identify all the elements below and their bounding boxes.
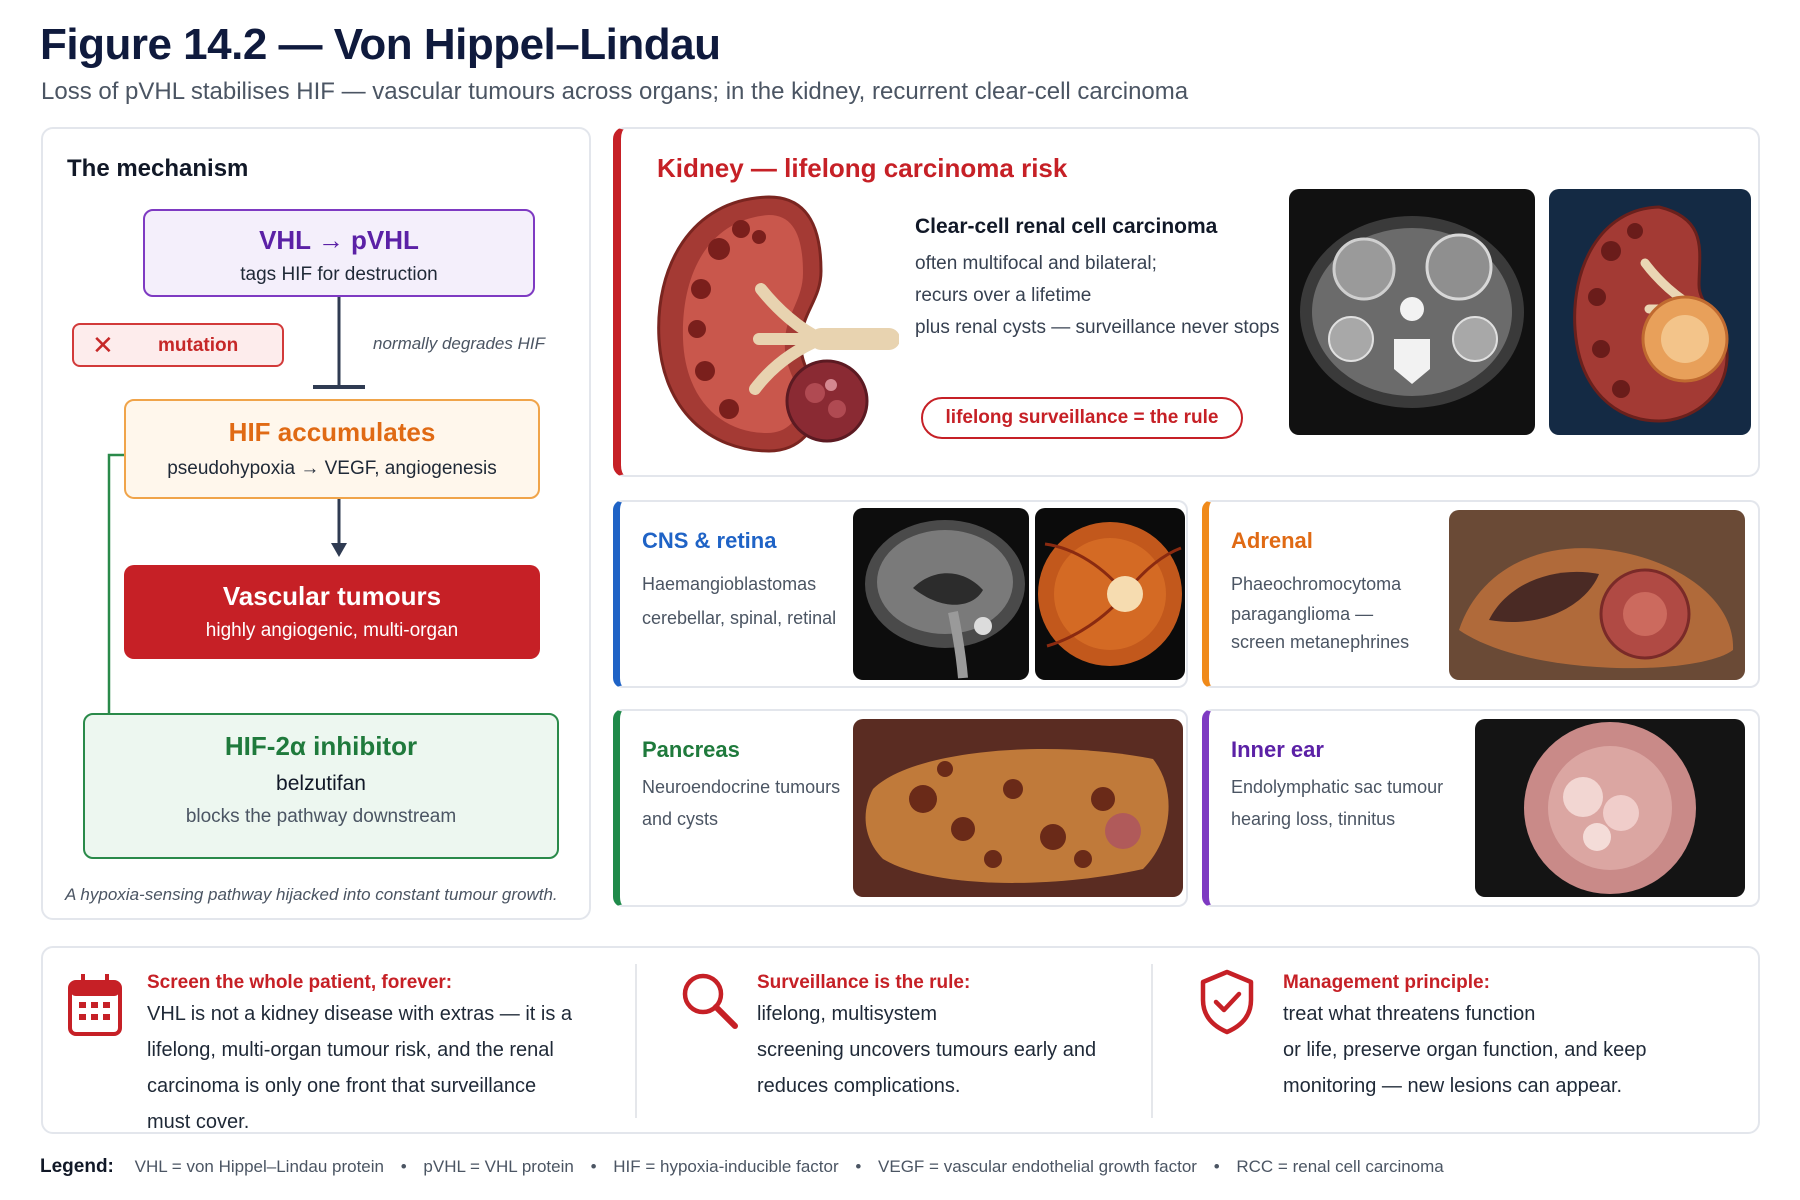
management-line-1: treat what threatens function (1283, 1003, 1536, 1025)
brain-mri-image (853, 508, 1029, 680)
legend-separator: • (590, 1157, 597, 1176)
kidney-panel: Kidney — lifelong carcinoma risk Clear-c… (613, 127, 1760, 477)
screen-line-2: lifelong, multi-organ tumour risk, and t… (147, 1039, 554, 1061)
normal-degradation-note: normally degrades HIF (373, 334, 545, 353)
kidney-subheading: Clear-cell renal cell carcinoma (915, 215, 1218, 238)
pancreas-title: Pancreas (642, 737, 740, 762)
ct-scan-image (1289, 189, 1535, 435)
column-divider (635, 964, 637, 1118)
pancreas-line-1: Neuroendocrine tumours (642, 777, 841, 797)
figure-subtitle: Loss of pVHL stabilises HIF — vascular t… (41, 78, 1189, 105)
legend-item: pVHL = VHL protein (423, 1157, 574, 1176)
kidney-line-1: often multifocal and bilateral; (915, 253, 1157, 274)
pancreas-line-2: and cysts (642, 809, 719, 829)
figure-title: Figure 14.2 — Von Hippel–Lindau (40, 20, 721, 69)
surveillance-column: Surveillance is the rule: lifelong, mult… (757, 962, 1177, 1102)
inhibitor-drug: belzutifan (276, 772, 366, 795)
adrenal-specimen-image (1449, 510, 1745, 680)
vhl-subtitle: tags HIF for destruction (240, 264, 438, 285)
tumour-mass (1105, 813, 1141, 849)
hif-subtitle: pseudohypoxia → VEGF, angiogenesis (167, 458, 497, 479)
legend: Legend: VHL = von Hippel–Lindau protein … (40, 1156, 1444, 1178)
mutation-label: mutation (158, 335, 239, 356)
endoscopy-image (1475, 719, 1745, 897)
surveillance-line-1: lifelong, multisystem (757, 1003, 938, 1025)
adrenal-title: Adrenal (1231, 528, 1313, 553)
shield-check-icon (1200, 969, 1254, 1035)
hif-box: HIF accumulates pseudohypoxia → VEGF, an… (124, 399, 540, 499)
ear-title: Inner ear (1231, 737, 1324, 762)
mechanism-footer: A hypoxia-sensing pathway hijacked into … (65, 885, 558, 904)
hif-title: HIF accumulates (228, 417, 436, 447)
adrenal-line-3: screen metanephrines (1231, 632, 1410, 652)
legend-label: Legend: (40, 1156, 114, 1177)
adrenal-card: Adrenal Phaeochromocytoma paraganglioma … (1202, 500, 1760, 688)
surveillance-heading: Surveillance is the rule: (757, 972, 971, 993)
kidney-line-3: plus renal cysts — surveillance never st… (915, 317, 1280, 338)
pancreas-specimen-image (853, 719, 1183, 897)
vhl-box: VHL → pVHL tags HIF for destruction (143, 209, 535, 297)
inhibitor-box: HIF-2α inhibitor belzutifan blocks the p… (83, 713, 559, 859)
vascular-tumours-box: Vascular tumours highly angiogenic, mult… (124, 565, 540, 659)
key-points-panel: Screen the whole patient, forever: VHL i… (41, 946, 1760, 1134)
legend-separator: • (855, 1157, 862, 1176)
tumour-mass (785, 359, 869, 443)
cns-line-1: Haemangioblastomas (642, 574, 817, 594)
kidney-heading: Kidney — lifelong carcinoma risk (657, 153, 1068, 183)
surveillance-line-2: screening uncovers tumours early and (757, 1039, 1097, 1061)
close-icon: ✕ (92, 330, 114, 360)
adrenal-line-2: paraganglioma — (1231, 604, 1374, 624)
surveillance-badge: lifelong surveillance = the rule (921, 397, 1243, 439)
cns-title: CNS & retina (642, 528, 777, 553)
screen-line-4: must cover. (147, 1111, 250, 1133)
inhibitor-subtitle: blocks the pathway downstream (185, 806, 457, 827)
screen-column: Screen the whole patient, forever: VHL i… (147, 962, 587, 1138)
management-heading: Management principle: (1283, 972, 1490, 993)
hif-to-vascular-arrowhead (331, 543, 347, 557)
pancreas-card: Pancreas Neuroendocrine tumours and cyst… (613, 709, 1188, 907)
cns-line-2: cerebellar, spinal, retinal (642, 608, 837, 628)
management-line-2: or life, preserve organ function, and ke… (1283, 1039, 1647, 1061)
legend-item: VHL = von Hippel–Lindau protein (134, 1157, 384, 1176)
ear-line-2: hearing loss, tinnitus (1231, 809, 1396, 829)
legend-item: HIF = hypoxia-inducible factor (613, 1157, 839, 1176)
mechanism-heading: The mechanism (67, 155, 249, 182)
legend-item: RCC = renal cell carcinoma (1236, 1157, 1444, 1176)
kidney-illustration (657, 195, 899, 453)
calendar-icon (68, 974, 122, 1036)
retinal-lesion (1107, 576, 1143, 612)
vascular-title: Vascular tumours (222, 581, 442, 611)
surveillance-line-3: reduces complications. (757, 1075, 961, 1097)
kidney-line-2: recurs over a lifetime (915, 285, 1092, 306)
inhibitor-title: HIF-2α inhibitor (224, 731, 418, 761)
retina-fundus-image (1035, 508, 1185, 680)
screen-heading: Screen the whole patient, forever: (147, 972, 453, 993)
mechanism-panel: The mechanism VHL → pVHL tags HIF for de… (41, 127, 591, 920)
mutation-badge: ✕ mutation (72, 323, 284, 367)
search-icon (682, 973, 738, 1029)
screen-line-3: carcinoma is only one front that surveil… (147, 1075, 537, 1097)
legend-separator: • (400, 1157, 407, 1176)
vascular-subtitle: highly angiogenic, multi-organ (205, 620, 459, 641)
legend-separator: • (1213, 1157, 1220, 1176)
screen-line-1: VHL is not a kidney disease with extras … (147, 1003, 572, 1025)
vhl-title: VHL → pVHL (259, 225, 419, 255)
management-line-3: monitoring — new lesions can appear. (1283, 1075, 1623, 1097)
ear-line-1: Endolymphatic sac tumour (1231, 777, 1444, 797)
cns-retina-card: CNS & retina Haemangioblastomas cerebell… (613, 500, 1188, 688)
management-column: Management principle: treat what threate… (1283, 962, 1743, 1102)
adrenal-line-1: Phaeochromocytoma (1231, 574, 1402, 594)
inner-ear-card: Inner ear Endolymphatic sac tumour heari… (1202, 709, 1760, 907)
legend-item: VEGF = vascular endothelial growth facto… (878, 1157, 1197, 1176)
kidney-specimen-image (1549, 189, 1751, 435)
column-divider (1151, 964, 1153, 1118)
